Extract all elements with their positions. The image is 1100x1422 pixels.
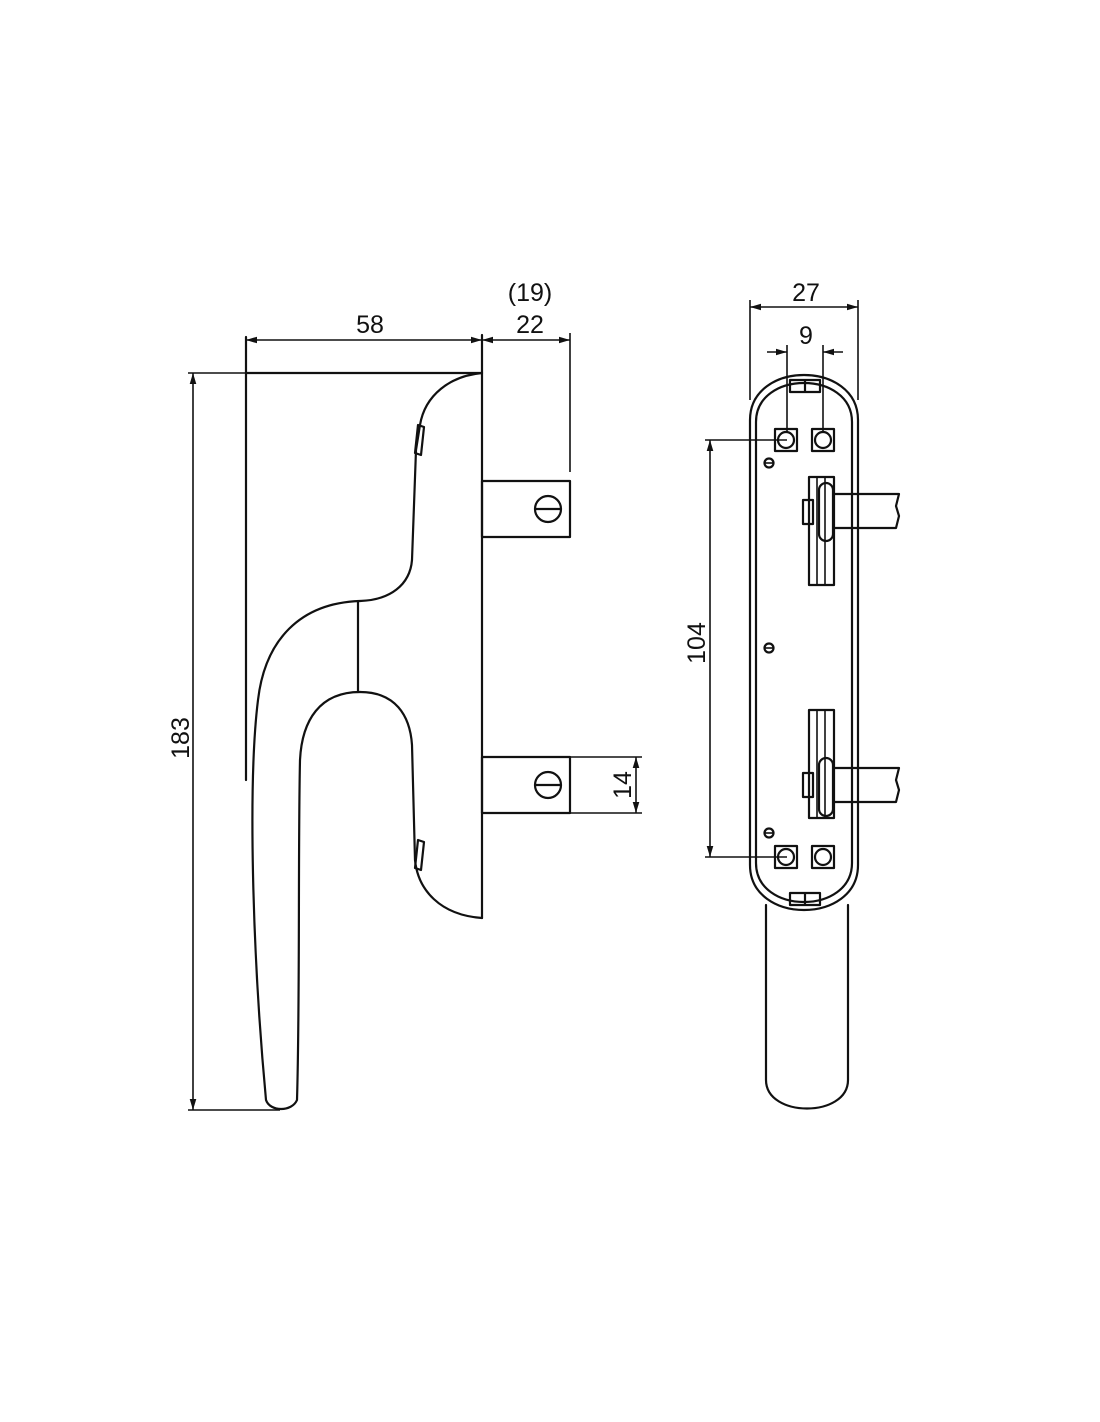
side-view: 58 22 (19) 183 14 (167, 279, 642, 1111)
dim-width: 27 (792, 279, 820, 307)
dim-spindle-length: 22 (516, 311, 544, 339)
dim-spindle-square: 14 (609, 771, 637, 799)
screw-icon (533, 494, 563, 800)
dim-height: 183 (167, 717, 195, 759)
lever-profile (251, 599, 362, 1111)
rosette-inner (754, 382, 854, 903)
rosette-outer (748, 373, 860, 912)
lock-clip-lower (801, 708, 901, 820)
rosette-lower-profile (358, 690, 484, 920)
dim-hole-offset: 9 (799, 322, 813, 350)
spindle-upper (480, 479, 572, 539)
dim-hole-spacing: 104 (683, 622, 711, 664)
lever-front (764, 903, 850, 1110)
lock-clip-upper (801, 475, 901, 587)
dim-depth: 58 (356, 311, 384, 339)
front-view: 27 9 104 (683, 279, 901, 1110)
spindle-lower (480, 755, 572, 815)
rosette-upper-profile (358, 371, 484, 603)
dim-spindle-length-alt: (19) (508, 279, 552, 307)
